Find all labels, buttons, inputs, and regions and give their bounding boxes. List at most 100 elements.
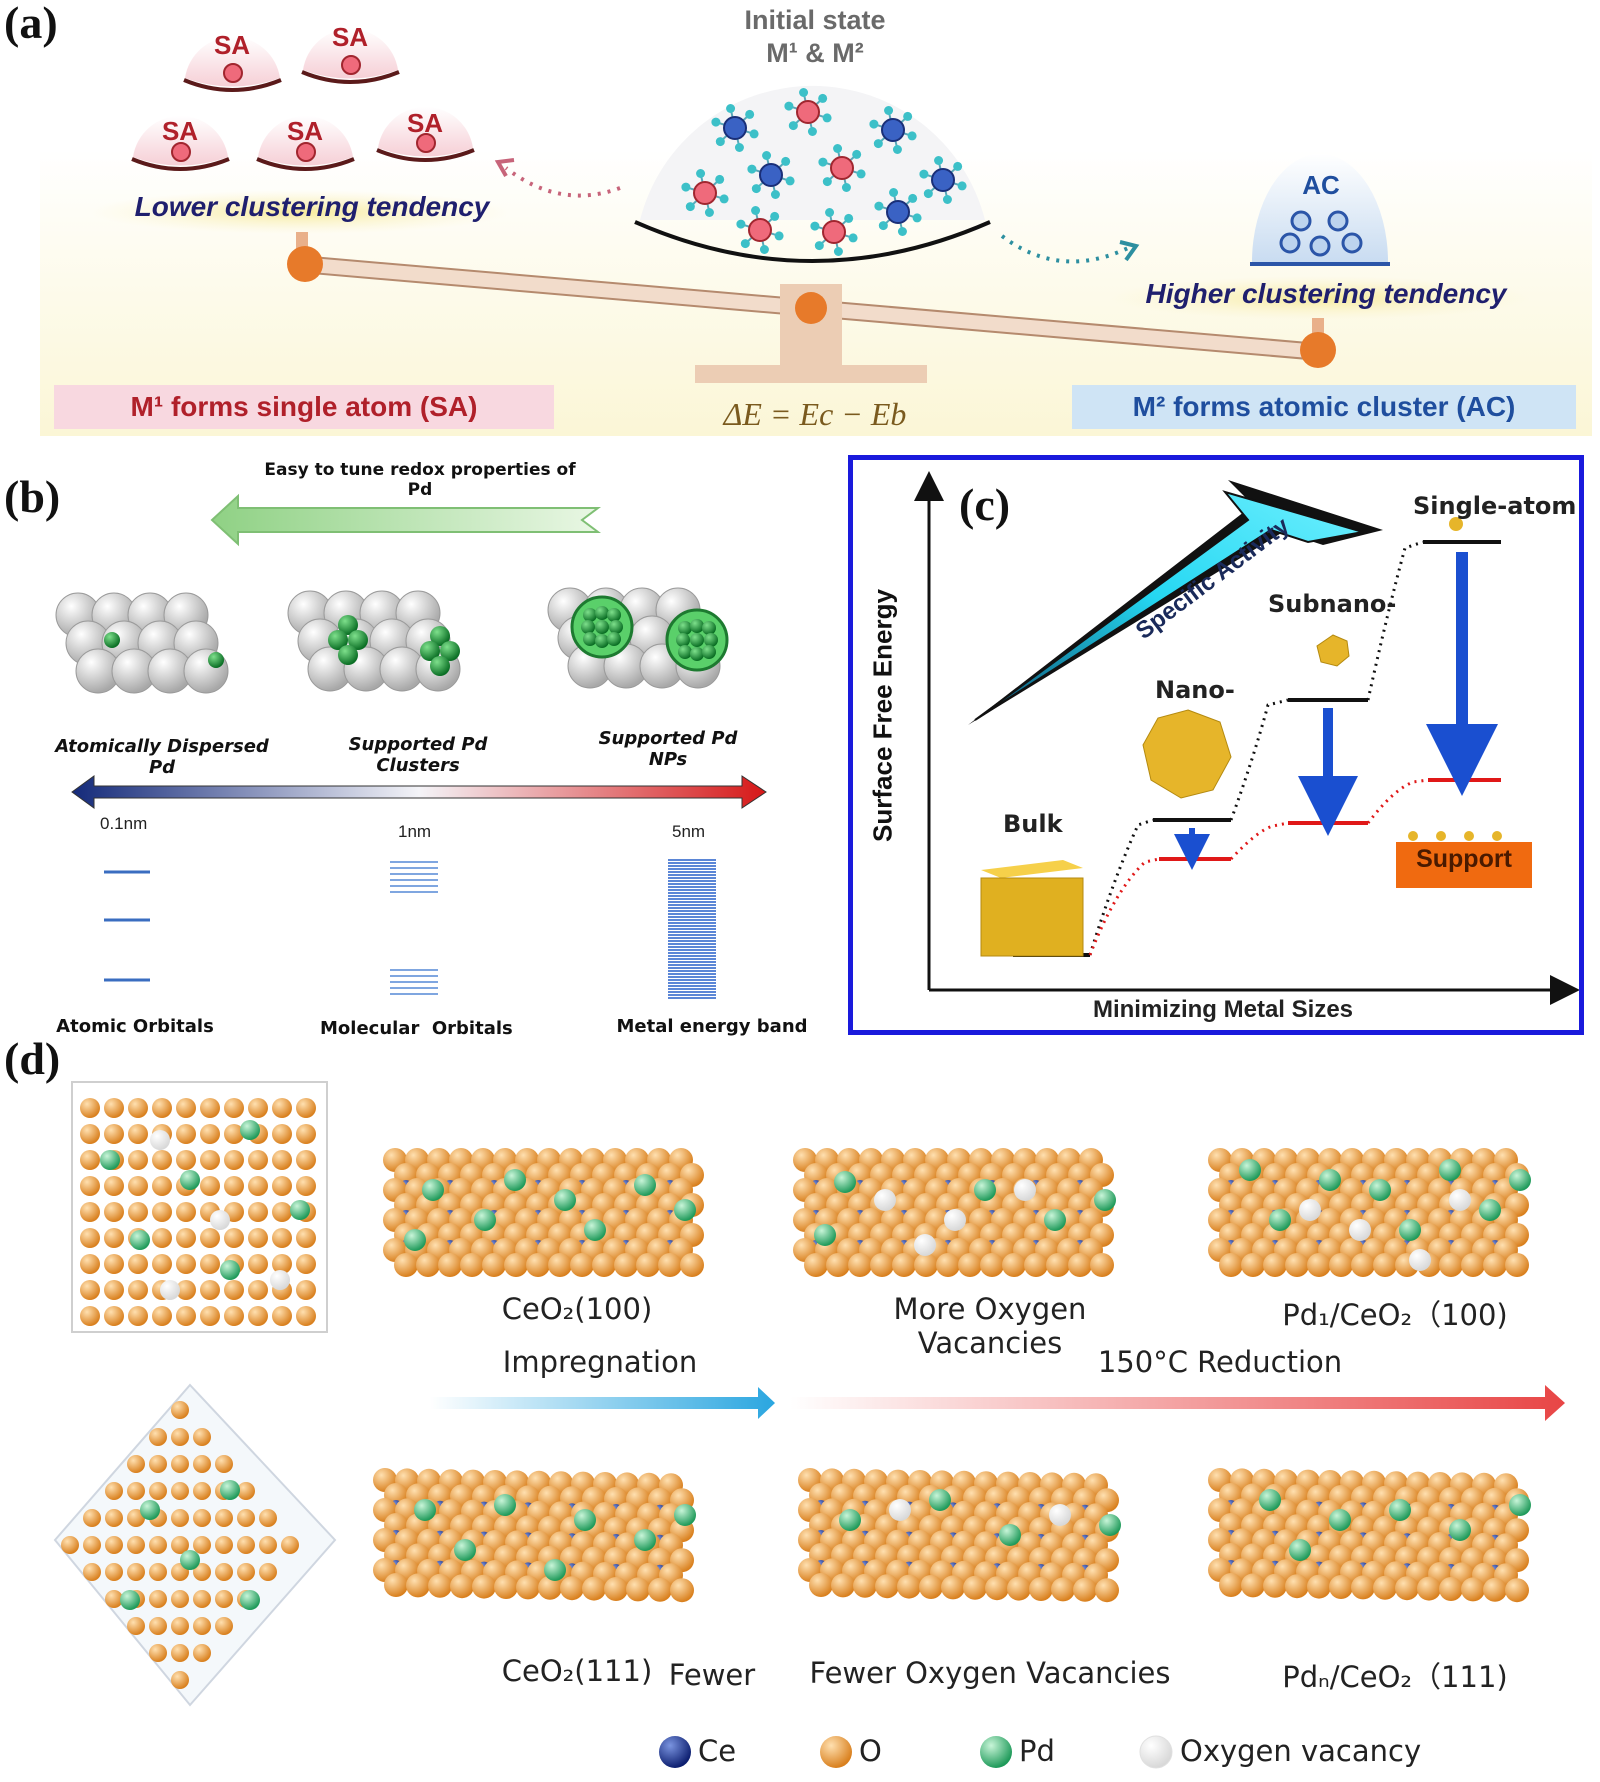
o-atom	[149, 1617, 167, 1635]
o-atom	[193, 1428, 211, 1446]
panel-a-letter: (a)	[4, 0, 58, 48]
ligand-atom	[751, 184, 761, 194]
pd-atom	[130, 1230, 150, 1250]
pd-cluster-atom	[430, 626, 450, 646]
o-atom	[80, 1124, 100, 1144]
o-atom	[259, 1536, 277, 1554]
o-atom	[80, 1306, 100, 1326]
o-atom	[248, 1202, 268, 1222]
metal-m1	[693, 181, 717, 205]
o-atom	[127, 1455, 145, 1473]
o-atom	[494, 1575, 518, 1599]
bulk-cube	[980, 877, 1084, 957]
o-atom	[152, 1098, 172, 1118]
panel-b-art	[55, 493, 767, 999]
o-atom	[897, 1574, 921, 1599]
o-atom	[128, 1124, 148, 1144]
dotted-black-3	[1366, 540, 1424, 701]
o-atom	[171, 1455, 189, 1473]
pd-atom	[584, 1219, 606, 1241]
subnano-particle	[1316, 634, 1350, 667]
label-impregnation: Impregnation	[502, 1345, 698, 1379]
o-atom	[105, 1563, 123, 1581]
o-atom	[193, 1617, 211, 1635]
lower-tendency-glow	[90, 190, 510, 234]
panel-c-letter: (c)	[959, 479, 1011, 530]
o-atom	[1461, 1577, 1485, 1602]
oxygen-vacancy	[914, 1234, 936, 1256]
label-fewer-vacancies: Fewer Oxygen Vacancies	[809, 1656, 1171, 1690]
pd-atom	[814, 1224, 836, 1246]
o-atom	[193, 1590, 211, 1608]
oxygen-vacancy	[1049, 1504, 1071, 1526]
pivot-ball	[795, 292, 827, 324]
higher-tendency-glow	[1110, 276, 1530, 320]
ligand-atom	[874, 201, 884, 211]
pd-atom	[834, 1171, 856, 1193]
o-atom	[128, 1150, 148, 1170]
o-atom	[104, 1202, 124, 1222]
pd-np-atom	[583, 632, 597, 646]
label-ceo2-100: CeO₂(100)	[501, 1292, 653, 1326]
o-atom	[604, 1577, 628, 1601]
o-atom	[848, 1253, 872, 1277]
o-atom	[296, 1306, 316, 1326]
pd-atom	[240, 1590, 260, 1610]
pd-atom	[1509, 1169, 1531, 1191]
o-atom	[1263, 1573, 1287, 1598]
o-atom	[1241, 1253, 1265, 1277]
o-atom	[193, 1455, 211, 1473]
ligand-atom	[818, 157, 828, 167]
pd-atom	[974, 1179, 996, 1201]
pd-single-atom	[104, 632, 120, 648]
o-atom	[237, 1563, 255, 1581]
ligand-atom	[848, 233, 858, 243]
dotted-red-1	[1088, 857, 1160, 956]
support-label: Support	[1416, 845, 1512, 873]
o-atom	[526, 1253, 550, 1277]
oxygen-vacancy	[210, 1210, 230, 1230]
ligand-atom	[852, 149, 862, 159]
arrow-head-right	[1119, 240, 1140, 262]
o-atom	[152, 1202, 172, 1222]
o-atom	[1483, 1577, 1507, 1602]
specific-activity-arrow	[974, 490, 1364, 721]
sa-label: SA	[286, 116, 324, 146]
label-pd1-ceo2-100: Pd₁/CeO₂（100)	[1282, 1298, 1508, 1332]
oxygen-vacancy	[270, 1270, 290, 1290]
oxygen-vacancy	[150, 1130, 170, 1150]
pd-atom	[674, 1199, 696, 1221]
o-atom	[200, 1228, 220, 1248]
o-atom	[1351, 1253, 1375, 1277]
pd-np-atom	[676, 633, 690, 647]
pd-np-atom	[690, 647, 704, 661]
single-atom-label: Single-atom	[1413, 492, 1577, 520]
size-scale-arrow	[71, 775, 767, 809]
o-atom	[936, 1253, 960, 1277]
ligand-atom	[869, 119, 879, 129]
o-atom	[450, 1574, 474, 1599]
dotted-red-2	[1229, 821, 1289, 861]
o-atom	[1073, 1577, 1097, 1602]
o-atom	[482, 1253, 506, 1277]
o-atom	[215, 1536, 233, 1554]
ligand-atom	[799, 87, 809, 97]
o-atom	[272, 1150, 292, 1170]
pd-np-atom	[609, 620, 623, 634]
o-atom	[127, 1536, 145, 1554]
o-atom	[919, 1575, 943, 1599]
ligand-atom	[873, 139, 883, 149]
o-atom	[259, 1563, 277, 1581]
o-atom	[215, 1455, 233, 1473]
metal-m1	[796, 100, 820, 124]
o-atom	[128, 1176, 148, 1196]
o-atom	[1029, 1577, 1053, 1601]
pd-atom	[414, 1499, 436, 1521]
o-atom	[248, 1228, 268, 1248]
panel-d: (d) CeO₂(100) More Oxygen Vacancies Pd₁/…	[0, 1033, 1600, 1782]
ligand-atom	[747, 164, 757, 174]
pd-atom	[1319, 1169, 1341, 1191]
o-atom	[248, 1176, 268, 1196]
legend	[659, 1735, 1173, 1769]
o-atom	[215, 1590, 233, 1608]
